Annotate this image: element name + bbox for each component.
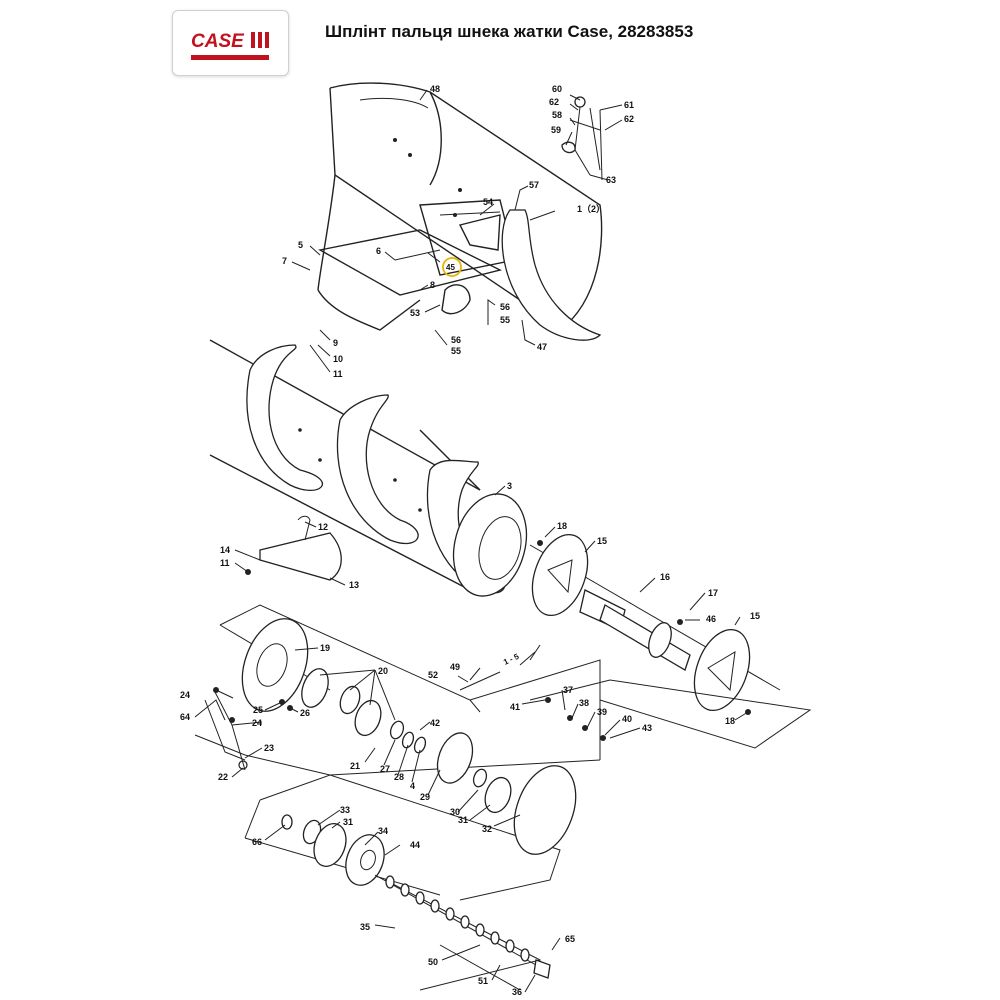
callout: 8 xyxy=(430,280,435,290)
callout: 44 xyxy=(410,840,420,850)
callout: 42 xyxy=(430,718,440,728)
callout: 32 xyxy=(482,824,492,834)
callout: 60 xyxy=(552,84,562,94)
callout: 48 xyxy=(430,84,440,94)
callout: 16 xyxy=(660,572,670,582)
page-title: Шплінт пальця шнека жатки Case, 28283853 xyxy=(325,22,694,41)
callout: 64 xyxy=(180,712,190,722)
callout: 31 xyxy=(458,815,468,825)
callout: 56 xyxy=(451,335,461,345)
callout: 65 xyxy=(565,934,575,944)
callout: 23 xyxy=(264,743,274,753)
callout: 18 xyxy=(725,716,735,726)
callout: 1 - 5 xyxy=(502,652,521,667)
leader-lines xyxy=(194,89,749,993)
callout: 25 xyxy=(253,705,263,715)
callout: 61 xyxy=(624,100,634,110)
callout: 24 xyxy=(252,718,262,728)
callout: 14 xyxy=(220,545,230,555)
bottom-components xyxy=(281,814,551,979)
callout: 41 xyxy=(510,702,520,712)
callout: 55 xyxy=(500,315,510,325)
callout: 24 xyxy=(180,690,190,700)
callout: 36 xyxy=(512,987,522,997)
linkage-assembly xyxy=(561,96,603,181)
callout: 59 xyxy=(551,125,561,135)
callout: 5 xyxy=(298,240,303,250)
callout: 47 xyxy=(537,342,547,352)
callout: 18 xyxy=(557,521,567,531)
callout: 40 xyxy=(622,714,632,724)
callout: 50 xyxy=(428,957,438,967)
flight-blade xyxy=(501,209,602,341)
callout: 63 xyxy=(606,175,616,185)
callout: 19 xyxy=(320,643,330,653)
callout: 38 xyxy=(579,698,589,708)
callout: 21 xyxy=(350,761,360,771)
callout: 34 xyxy=(378,826,388,836)
callout: 53 xyxy=(410,308,420,318)
callout: 26 xyxy=(300,708,310,718)
callout: 49 xyxy=(450,662,460,672)
cover-plate xyxy=(245,515,342,581)
callout: 62 xyxy=(549,97,559,107)
drive-components xyxy=(204,618,606,855)
case-ih-logo: CASE xyxy=(172,10,289,76)
callout: 35 xyxy=(360,922,370,932)
callout: 46 xyxy=(706,614,716,624)
callout: 30 xyxy=(450,807,460,817)
callout: 58 xyxy=(552,110,562,120)
callout: 29 xyxy=(420,792,430,802)
upper-housing xyxy=(317,82,603,331)
callout: 37 xyxy=(563,685,573,695)
callout: 62 xyxy=(624,114,634,124)
callout: 28 xyxy=(394,772,404,782)
callout: 15 xyxy=(597,536,607,546)
callout: 31 xyxy=(343,817,353,827)
callout: 43 xyxy=(642,723,652,733)
callout: 66 xyxy=(252,837,262,847)
callout: 15 xyxy=(750,611,760,621)
callout: 1（2） xyxy=(577,204,605,214)
callout: 11 xyxy=(220,558,230,568)
callout-labels: 48 60 62 61 58 62 59 63 57 54 1（2） 5 7 6… xyxy=(180,84,760,997)
callout: 7 xyxy=(282,256,287,266)
callout: 27 xyxy=(380,764,390,774)
callout: 22 xyxy=(218,772,228,782)
callout: 55 xyxy=(451,346,461,356)
callout: 9 xyxy=(333,338,338,348)
callout: 3 xyxy=(507,481,512,491)
logo-underline xyxy=(191,55,269,60)
auger-shaft-assembly xyxy=(529,533,781,715)
callout: 33 xyxy=(340,805,350,815)
callout: 4 xyxy=(410,781,415,791)
callout: 57 xyxy=(529,180,539,190)
callout: 54 xyxy=(483,197,493,207)
callout: 11 xyxy=(333,369,343,379)
highlight-circle xyxy=(442,257,462,277)
callout: 17 xyxy=(708,588,718,598)
callout: 51 xyxy=(478,976,488,986)
callout: 45 xyxy=(446,263,455,272)
callout: 6 xyxy=(376,246,381,256)
callout: 12 xyxy=(318,522,328,532)
callout: 20 xyxy=(378,666,388,676)
callout: 13 xyxy=(349,580,359,590)
callout: 39 xyxy=(597,707,607,717)
main-auger xyxy=(209,339,528,597)
callout: 56 xyxy=(500,302,510,312)
logo-text: CASE xyxy=(191,31,244,52)
callout: 52 xyxy=(428,670,438,680)
logo-ih-mark-icon xyxy=(251,32,269,48)
callout: 10 xyxy=(333,354,343,364)
